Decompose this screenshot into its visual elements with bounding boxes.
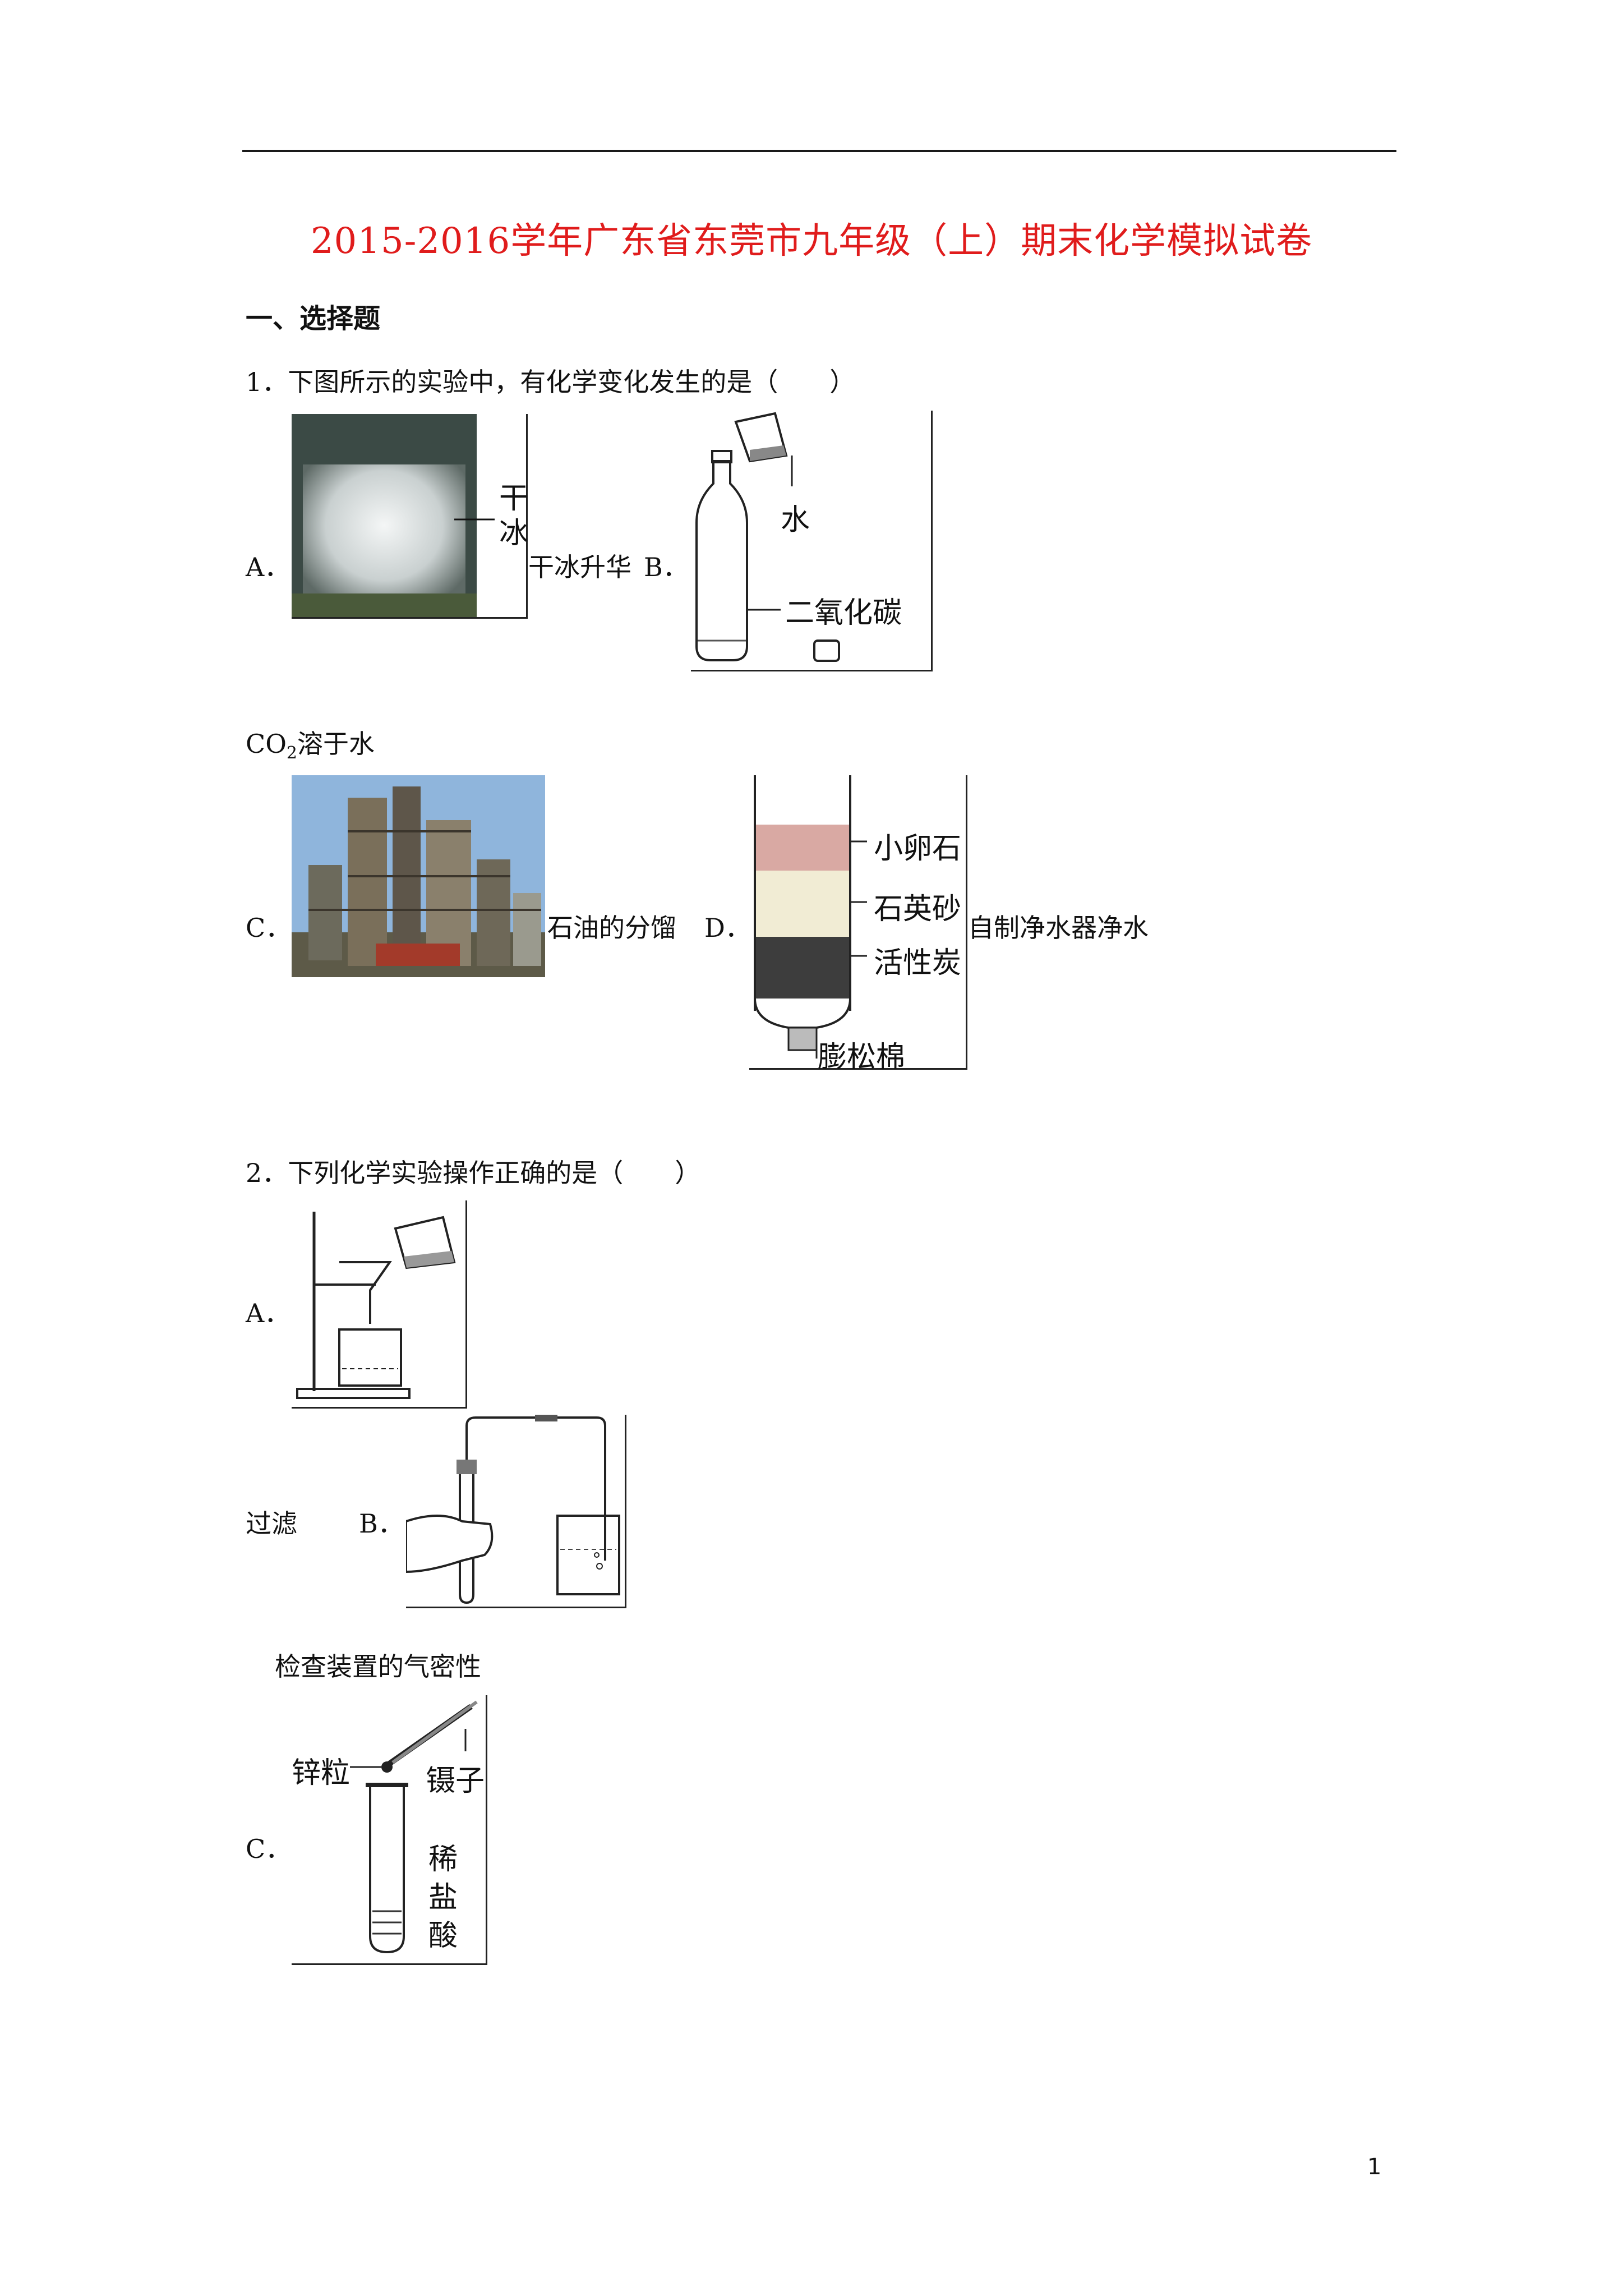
dry-ice-label: 干冰 bbox=[499, 482, 529, 550]
co2-bottle-figure: 水 二氧化碳 bbox=[691, 411, 933, 671]
q1-option-a-letter: A． bbox=[246, 552, 291, 582]
carbon-dioxide-label: 二氧化碳 bbox=[785, 596, 902, 630]
page-title: 2015-2016学年广东省东莞市九年级（上）期末化学模拟试卷 bbox=[310, 220, 1313, 262]
airtightness-figure bbox=[405, 1415, 626, 1608]
q1-option-b-caption: CO2溶于水 bbox=[246, 724, 375, 763]
section-heading: 一、选择题 bbox=[246, 303, 381, 334]
filtration-image bbox=[296, 1212, 456, 1399]
quartz-sand-label: 石英砂 bbox=[874, 892, 962, 926]
header-rule bbox=[242, 150, 1396, 152]
airtightness-image bbox=[405, 1415, 620, 1604]
activated-carbon-label: 活性炭 bbox=[874, 946, 962, 980]
zinc-acid-image bbox=[350, 1700, 478, 1954]
q2-option-b-caption: 检查装置的气密性 bbox=[275, 1651, 481, 1682]
question-1-stem: 1．下图所示的实验中，有化学变化发生的是（ ） bbox=[246, 367, 856, 397]
q1-option-b-letter: B． bbox=[644, 552, 689, 582]
q1-option-a-caption: 干冰升华 bbox=[528, 552, 631, 582]
q2-option-a-caption: 过滤 bbox=[246, 1508, 297, 1539]
water-label: 水 bbox=[781, 503, 810, 537]
refinery-figure bbox=[292, 775, 545, 977]
zinc-acid-figure: 锌粒 镊子 稀 盐 酸 bbox=[292, 1695, 487, 1965]
q2-option-b-letter: B． bbox=[359, 1508, 404, 1539]
pebbles-label: 小卵石 bbox=[874, 832, 962, 866]
cotton-label: 膨松棉 bbox=[818, 1041, 906, 1074]
page-number: 1 bbox=[1367, 2154, 1382, 2180]
filtration-figure bbox=[292, 1200, 467, 1409]
q2-option-a-letter: A． bbox=[246, 1298, 291, 1328]
acid-label: 酸 bbox=[428, 1919, 458, 1953]
co2-formula: CO bbox=[246, 729, 287, 759]
dry-ice-image bbox=[292, 414, 495, 617]
co2-subscript: 2 bbox=[286, 743, 298, 763]
water-filter-image bbox=[754, 775, 867, 1059]
q1-option-d-caption: 自制净水器净水 bbox=[968, 913, 1149, 943]
q1-option-c-caption: 石油的分馏 bbox=[547, 913, 676, 943]
refinery-image bbox=[292, 775, 545, 977]
q1-option-c-letter: C． bbox=[246, 913, 292, 943]
hydrochloric-label: 盐 bbox=[428, 1881, 458, 1915]
q2-option-c-letter: C． bbox=[246, 1834, 292, 1864]
co2-caption-text: 溶于水 bbox=[297, 729, 375, 759]
dry-ice-figure: 干冰 bbox=[292, 414, 528, 619]
tweezers-label: 镊子 bbox=[426, 1764, 485, 1798]
question-2-stem: 2．下列化学实验操作正确的是（ ） bbox=[246, 1158, 701, 1188]
water-filter-figure: 小卵石 石英砂 活性炭 膨松棉 bbox=[749, 775, 967, 1074]
dilute-label: 稀 bbox=[428, 1843, 458, 1876]
zinc-granules-label: 锌粒 bbox=[292, 1756, 351, 1790]
q1-option-d-letter: D． bbox=[704, 913, 751, 943]
bottle-image bbox=[695, 412, 840, 662]
